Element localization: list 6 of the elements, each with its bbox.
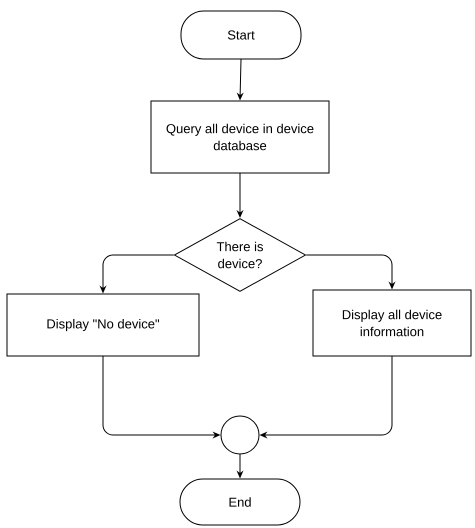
process-box: Query all device in device database [150, 100, 330, 174]
end-terminal: End [180, 478, 300, 526]
process-box: Display all device information [312, 290, 472, 356]
connector-circle [220, 416, 260, 454]
start-terminal: Start [180, 10, 302, 60]
process-box: Display "No device" [6, 294, 200, 356]
